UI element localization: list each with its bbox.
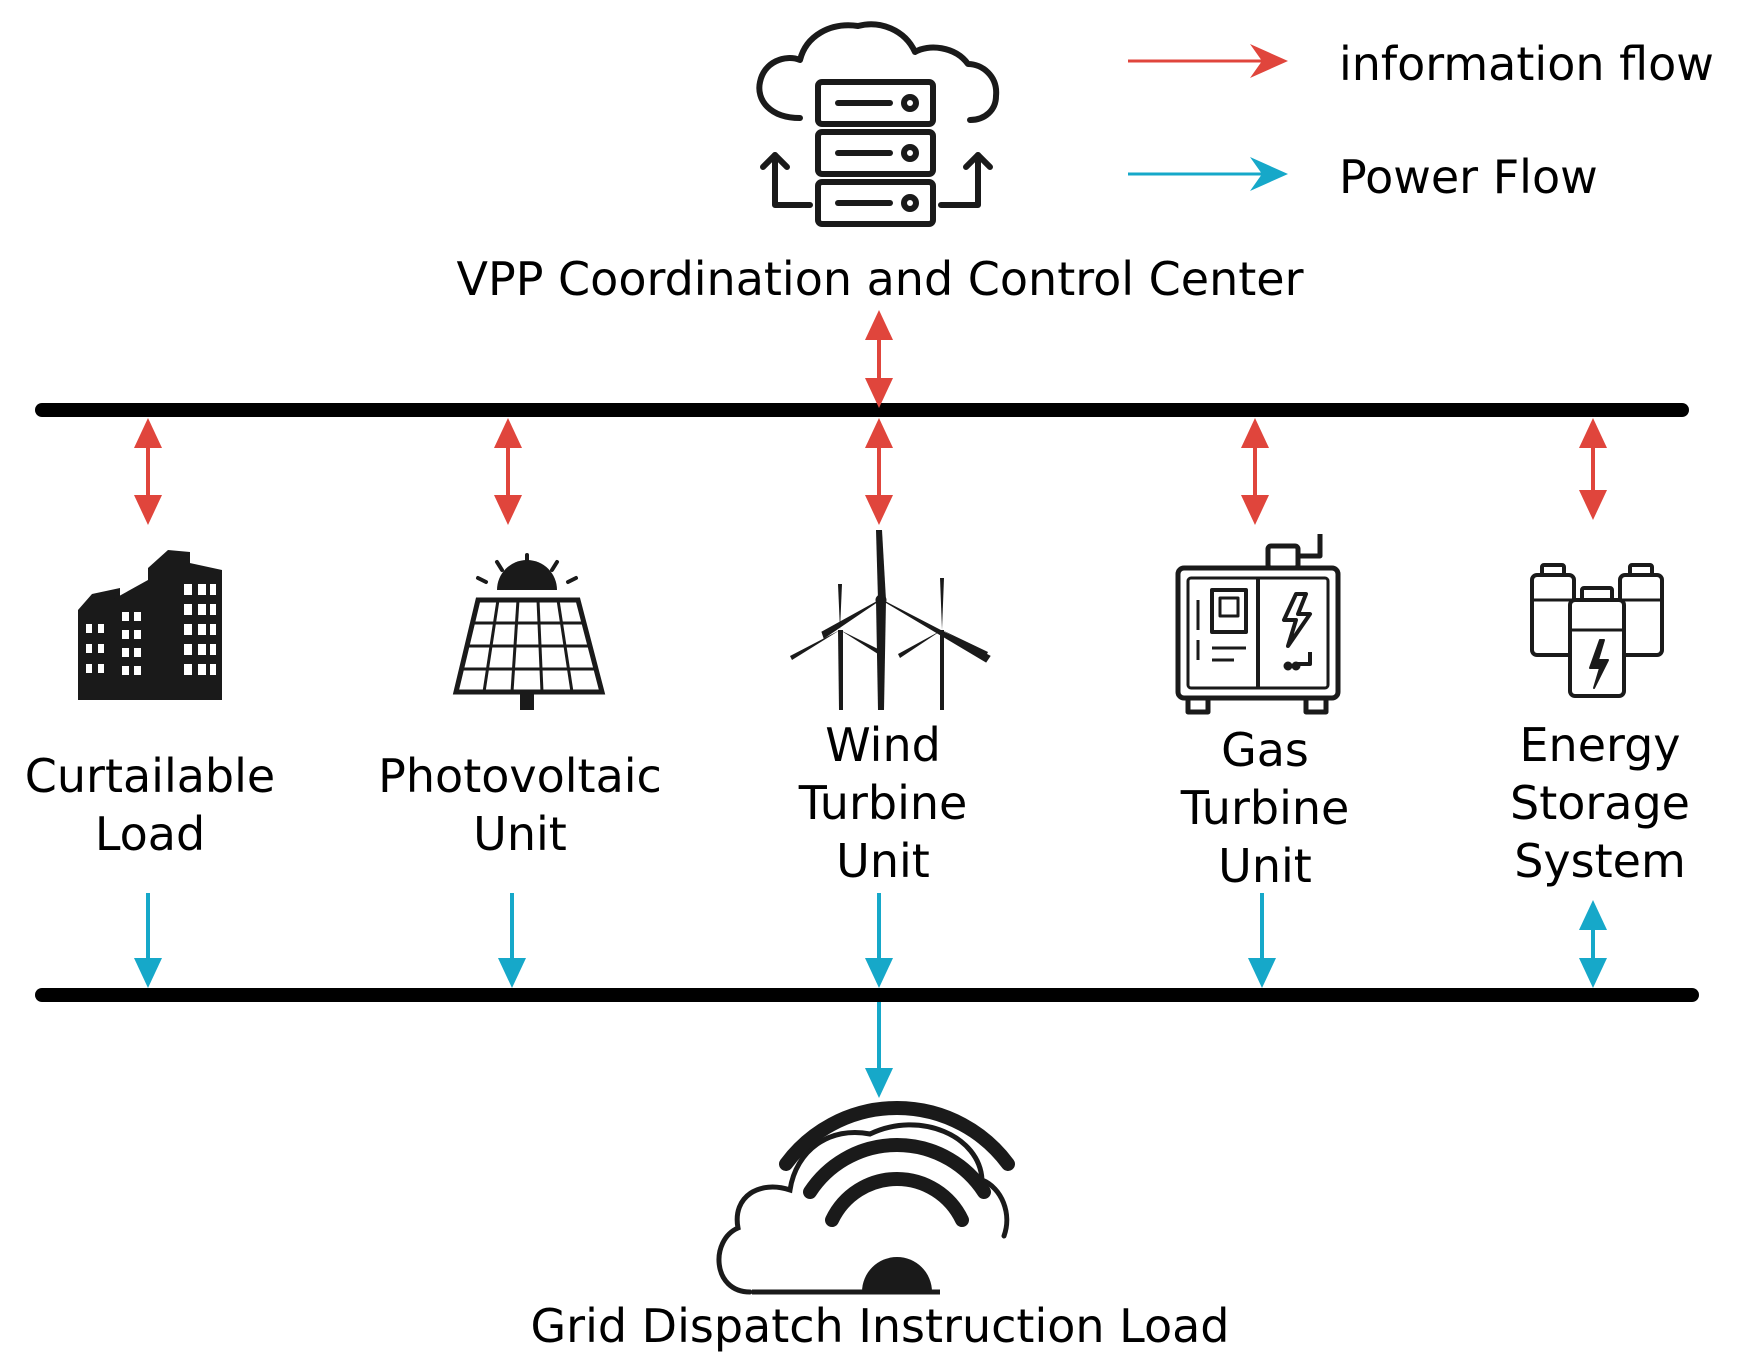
legend-info-arrow bbox=[1128, 44, 1288, 78]
gas-generator-icon bbox=[1175, 534, 1341, 715]
info-arrow-photovoltaic bbox=[494, 418, 522, 525]
legend-power-label: Power Flow bbox=[1339, 150, 1598, 204]
top-node-label: VPP Coordination and Control Center bbox=[456, 252, 1304, 306]
wind-turbine-icon bbox=[790, 530, 991, 710]
info-arrow-wind bbox=[865, 418, 893, 525]
info-arrow-center-to-bus bbox=[865, 310, 893, 408]
solar-panel-icon bbox=[452, 553, 606, 710]
power-arrow-curtailable bbox=[134, 893, 162, 988]
buildings-icon bbox=[78, 550, 222, 700]
battery-icon bbox=[1530, 563, 1664, 698]
power-arrow-gas bbox=[1248, 893, 1276, 988]
cloud-server-icon bbox=[756, 21, 1000, 227]
bottom-node-label: Grid Dispatch Instruction Load bbox=[530, 1299, 1230, 1353]
info-arrow-gas bbox=[1241, 418, 1269, 525]
power-arrow-storage bbox=[1579, 900, 1607, 988]
cloud-wifi-icon bbox=[716, 1101, 1015, 1295]
legend-info-label: information flow bbox=[1339, 37, 1714, 91]
info-arrow-storage bbox=[1579, 418, 1607, 520]
power-arrow-bus-to-grid bbox=[865, 1002, 893, 1098]
info-arrow-curtailable bbox=[134, 418, 162, 525]
legend-power-arrow bbox=[1128, 157, 1288, 191]
power-arrow-photovoltaic bbox=[498, 893, 526, 988]
power-arrow-wind bbox=[865, 893, 893, 988]
